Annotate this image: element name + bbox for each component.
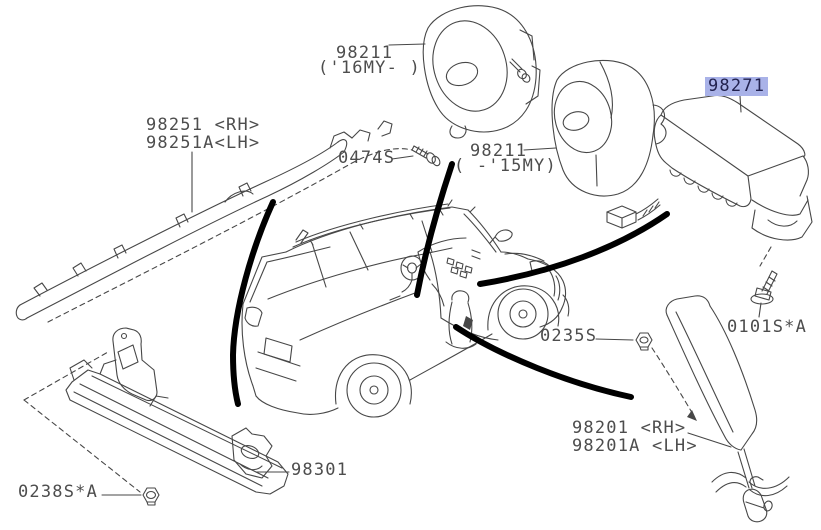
part-label-98211-16my-note: ('16MY- ) — [318, 58, 421, 78]
bolt-0101-drawing — [750, 270, 778, 305]
part-label-98211-15my: 98211 — [470, 141, 528, 161]
part-label-98201-rh: 98201 <RH> — [572, 418, 687, 438]
part-label-0235s: 0235S — [540, 326, 598, 346]
part-label-98201-lh: 98201A <LH> — [572, 436, 698, 456]
part-label-98251-lh: 98251A<LH> — [146, 133, 261, 153]
curtain-airbag-drawing — [15, 120, 413, 323]
driver-airbag-15my-drawing — [551, 59, 667, 197]
part-label-98211-15my-note: ( -'15MY) — [454, 156, 557, 176]
part-label-0238s: 0238S*A — [18, 482, 99, 502]
pointer-strokes — [229, 161, 670, 407]
part-label-98271-selected[interactable]: 98271 — [705, 77, 769, 96]
nut-0238-drawing — [142, 487, 160, 506]
driver-airbag-16my-drawing — [422, 5, 541, 139]
protector-rail-drawing — [23, 327, 289, 495]
nut-0235-drawing — [635, 332, 697, 421]
part-label-0474s: 0474S — [338, 148, 396, 168]
part-label-98251-rh: 98251 <RH> — [146, 115, 261, 135]
part-label-98301: 98301 — [291, 460, 349, 480]
part-label-0101s: 0101S*A — [727, 317, 808, 337]
leader-lines — [101, 43, 762, 496]
passenger-airbag-drawing — [606, 94, 813, 267]
part-label-98211-16my: 98211 — [336, 43, 394, 63]
screw-0474-drawing — [411, 145, 441, 167]
seat-airbag-drawing — [665, 295, 790, 523]
car-illustration — [241, 199, 570, 418]
